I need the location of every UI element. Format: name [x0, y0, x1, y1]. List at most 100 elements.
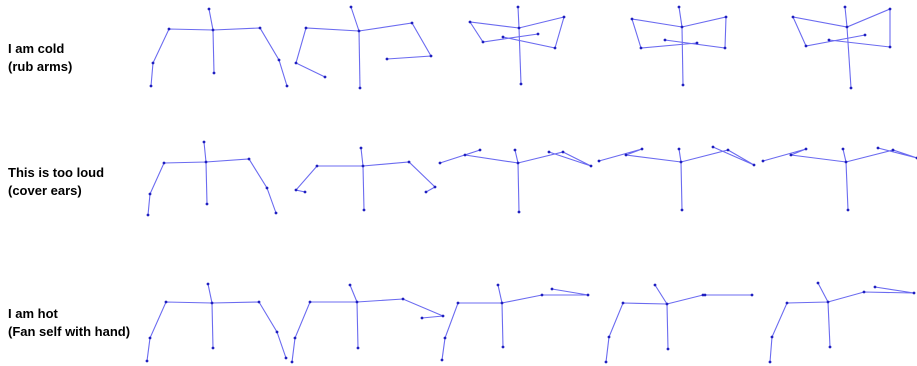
bone-segment — [148, 159, 276, 215]
joint-dot — [324, 76, 327, 79]
joint-dot — [469, 21, 472, 24]
joint-dot — [514, 149, 517, 152]
joint-dot — [844, 6, 847, 9]
joint-dot — [213, 72, 216, 75]
bone-segment — [845, 7, 847, 27]
joint-dot — [664, 39, 667, 42]
joint-dot — [482, 41, 485, 44]
joint-dot — [725, 16, 728, 19]
bone-segment — [351, 7, 359, 31]
joint-dot — [285, 357, 288, 360]
joint-dot — [434, 186, 437, 189]
bone-segment — [679, 7, 682, 27]
bone-segment — [793, 9, 890, 47]
bone-segment — [667, 304, 668, 349]
joint-dot — [828, 39, 831, 42]
joint-dot — [517, 162, 520, 165]
joint-dot — [363, 209, 366, 212]
joint-dot — [275, 212, 278, 215]
joint-dot — [641, 148, 644, 151]
joint-dot — [666, 303, 669, 306]
joint-dot — [442, 315, 445, 318]
joint-dot — [278, 59, 281, 62]
joint-dot — [147, 214, 150, 217]
joint-dot — [827, 301, 830, 304]
joint-dot — [518, 211, 521, 214]
joint-dot — [681, 209, 684, 212]
joint-dot — [704, 294, 707, 297]
bone-segment — [209, 9, 213, 30]
bone-segment — [502, 303, 503, 347]
joint-dot — [294, 337, 297, 340]
joint-dot — [892, 149, 895, 152]
joint-dot — [359, 87, 362, 90]
joint-dot — [598, 160, 601, 163]
joint-dot — [304, 191, 307, 194]
joint-dot — [441, 359, 444, 362]
joint-dot — [563, 16, 566, 19]
joint-dot — [769, 361, 772, 364]
joint-dot — [497, 284, 500, 287]
joint-dot — [913, 292, 916, 295]
joint-dot — [266, 187, 269, 190]
bone-segment — [515, 150, 518, 163]
joint-dot — [622, 302, 625, 305]
joint-dot — [724, 47, 727, 50]
joint-dot — [805, 148, 808, 151]
skeleton-figure-2-3 — [439, 149, 593, 214]
joint-dot — [295, 62, 298, 65]
joint-dot — [541, 294, 544, 297]
joint-dot — [845, 161, 848, 164]
joint-dot — [786, 302, 789, 305]
joint-dot — [846, 26, 849, 29]
bone-segment — [151, 28, 287, 86]
joint-dot — [149, 193, 152, 196]
joint-dot — [771, 336, 774, 339]
skeleton-figure-1-1 — [150, 8, 289, 88]
bone-segment — [212, 303, 213, 348]
bone-segment — [296, 23, 431, 77]
joint-dot — [681, 26, 684, 29]
bone-segment — [681, 162, 682, 210]
joint-dot — [654, 284, 657, 287]
bone-segment — [350, 285, 357, 302]
skeleton-figure-2-5 — [762, 147, 917, 212]
joint-dot — [208, 8, 211, 11]
joint-dot — [680, 161, 683, 164]
joint-dot — [829, 346, 832, 349]
joint-dot — [150, 85, 153, 88]
skeleton-figure-1-5 — [792, 6, 892, 90]
bone-segment — [213, 30, 214, 73]
joint-dot — [358, 30, 361, 33]
joint-dot — [502, 36, 505, 39]
joint-dot — [457, 302, 460, 305]
joint-dot — [206, 203, 209, 206]
joint-dot — [286, 85, 289, 88]
skeleton-figure-1-3 — [469, 6, 566, 86]
joint-dot — [640, 47, 643, 50]
joint-dot — [562, 151, 565, 154]
joint-dot — [349, 284, 352, 287]
skeleton-figure-1-4 — [631, 6, 728, 87]
bone-segment — [518, 163, 519, 212]
joint-dot — [817, 282, 820, 285]
joint-dot — [276, 331, 279, 334]
bone-segment — [843, 149, 846, 162]
joint-dot — [762, 160, 765, 163]
joint-dot — [316, 165, 319, 168]
joint-dot — [727, 149, 730, 152]
joint-dot — [842, 148, 845, 151]
skeleton-figure-3-2 — [291, 284, 445, 364]
bone-segment — [599, 147, 754, 165]
joint-dot — [678, 148, 681, 151]
bone-segment — [846, 162, 848, 210]
skeleton-figure-2-1 — [147, 141, 278, 217]
bone-segment — [828, 302, 830, 347]
bone-segment — [847, 27, 851, 88]
joint-dot — [696, 42, 699, 45]
joint-dot — [537, 33, 540, 36]
joint-dot — [430, 55, 433, 58]
joint-dot — [411, 22, 414, 25]
joint-dot — [751, 294, 754, 297]
